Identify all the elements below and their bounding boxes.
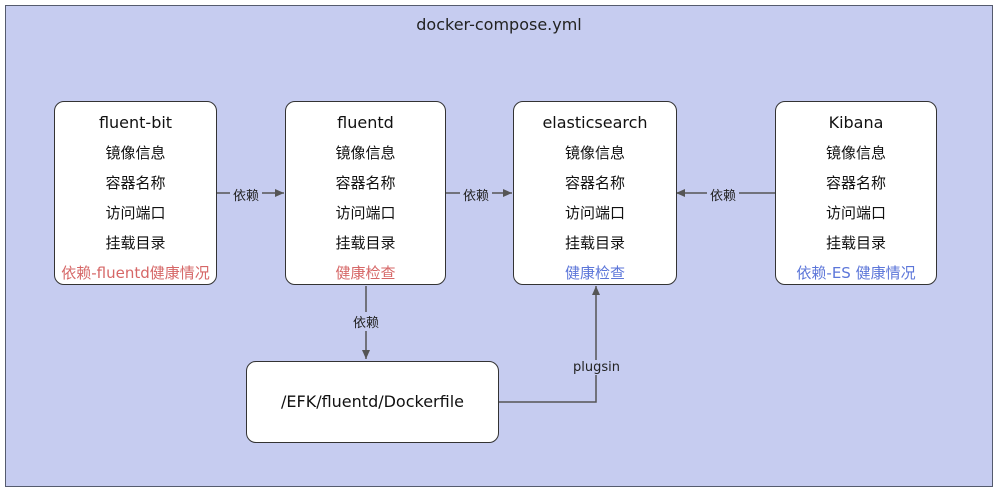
edge-label-dockerfile-es: plugsin	[570, 360, 623, 375]
service-row-volume: 挂载目录	[825, 234, 886, 252]
edge-dockerfile-es	[499, 286, 600, 403]
service-row-extra: 依赖-ES 健康情况	[796, 264, 916, 282]
service-row-extra: 健康检查	[335, 264, 396, 282]
service-row-volume: 挂载目录	[564, 234, 625, 252]
service-row-extra: 健康检查	[564, 264, 625, 282]
service-fluentd: fluentd 镜像信息 容器名称 访问端口 挂载目录 健康检查	[285, 101, 446, 285]
edge-label-fluentd-dockerfile: 依赖	[350, 312, 383, 331]
service-row-volume: 挂载目录	[335, 234, 396, 252]
service-row-container: 容器名称	[105, 174, 166, 192]
service-row-extra: 依赖-fluentd健康情况	[61, 264, 210, 282]
service-row-container: 容器名称	[825, 174, 886, 192]
compose-title: docker-compose.yml	[416, 15, 582, 34]
service-row-port: 访问端口	[825, 204, 886, 222]
service-elasticsearch: elasticsearch 镜像信息 容器名称 访问端口 挂载目录 健康检查	[513, 101, 677, 285]
dockerfile-path: /EFK/fluentd/Dockerfile	[281, 392, 464, 411]
edge-label-kibana-es: 依赖	[707, 185, 740, 204]
edge-label-fluentbit-fluentd: 依赖	[230, 185, 263, 204]
edge-label-fluentd-es: 依赖	[460, 185, 493, 204]
service-name: Kibana	[828, 113, 884, 132]
service-kibana: Kibana 镜像信息 容器名称 访问端口 挂载目录 依赖-ES 健康情况	[775, 101, 937, 285]
service-row-volume: 挂载目录	[105, 234, 166, 252]
service-name: elasticsearch	[542, 113, 648, 132]
service-row-image: 镜像信息	[825, 144, 886, 162]
service-row-image: 镜像信息	[335, 144, 396, 162]
service-name: fluent-bit	[98, 113, 173, 132]
dockerfile-box: /EFK/fluentd/Dockerfile	[246, 361, 499, 443]
service-name: fluentd	[337, 113, 394, 132]
service-row-image: 镜像信息	[564, 144, 625, 162]
service-fluent-bit: fluent-bit 镜像信息 容器名称 访问端口 挂载目录 依赖-fluent…	[54, 101, 217, 285]
service-row-port: 访问端口	[105, 204, 166, 222]
service-row-image: 镜像信息	[105, 144, 166, 162]
service-row-port: 访问端口	[335, 204, 396, 222]
service-row-port: 访问端口	[564, 204, 625, 222]
service-row-container: 容器名称	[335, 174, 396, 192]
service-row-container: 容器名称	[564, 174, 625, 192]
